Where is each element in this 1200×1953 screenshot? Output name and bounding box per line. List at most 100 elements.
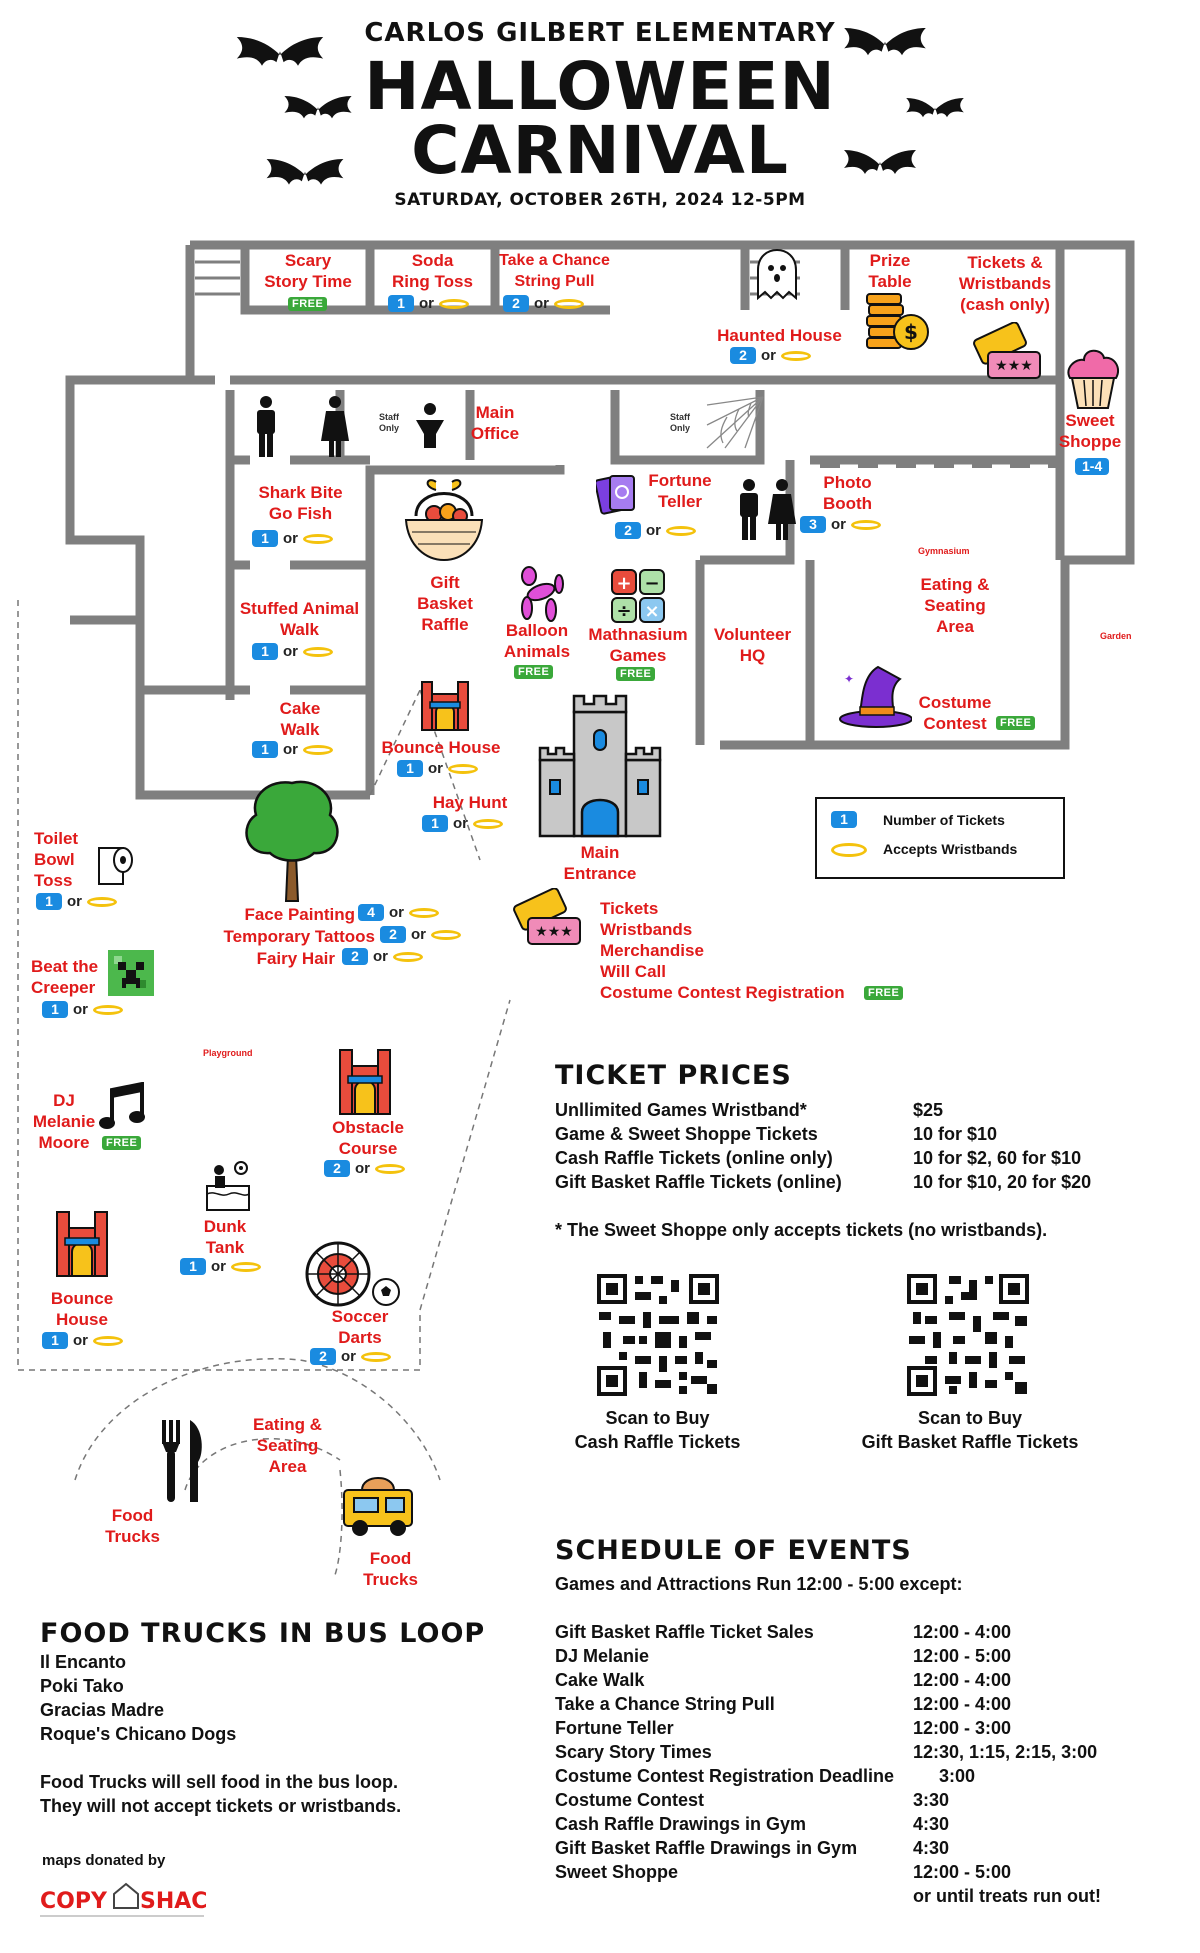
price-row-price: 10 for $2, 60 for $10 [913, 1148, 1082, 1168]
wristband-ring-icon [303, 533, 333, 544]
wristband-ring-icon [554, 298, 584, 309]
coins-icon: $ [866, 293, 929, 350]
wristband-ring-icon [93, 1004, 123, 1015]
temporary-tattoos-label: Temporary Tattoos [223, 927, 375, 946]
food-truck-name: Roque's Chicano Dogs [40, 1724, 237, 1744]
svg-text:COPY: COPY [40, 1889, 108, 1914]
schedule-time: 4:30 [913, 1814, 950, 1834]
math-icon: +−÷× [611, 569, 665, 623]
food-truck-name: Gracias Madre [40, 1700, 165, 1720]
wristband-ring-icon [375, 1163, 405, 1174]
schedule-event: Cash Raffle Drawings in Gym [555, 1814, 807, 1834]
tickets-booth-label: Tickets &Wristbands(cash only) [958, 253, 1052, 314]
schedule-time: 12:30, 1:15, 2:15, 3:00 [913, 1742, 1098, 1762]
svg-text:+: + [616, 573, 631, 594]
witch-hat-icon: ✦ [839, 665, 912, 728]
schedule-time: 12:00 - 4:00 [913, 1622, 1012, 1642]
wristband-ring-icon [303, 744, 333, 755]
price-row-item: Gift Basket Raffle Tickets (online) [555, 1172, 842, 1192]
balloon-dog-icon [521, 566, 564, 622]
schedule-time: 3:30 [913, 1790, 950, 1810]
castle-icon [538, 694, 662, 838]
legend-wristbands-label: Accepts Wristbands [883, 841, 1018, 857]
schedule-event: Costume Contest Registration Deadline [555, 1766, 895, 1786]
mens-restroom-icon [740, 479, 758, 540]
schedule-time: or until treats run out! [913, 1886, 1101, 1906]
svg-text:÷: ÷ [616, 601, 631, 622]
fortune-cards-icon [596, 475, 635, 515]
schedule-time: 12:00 - 5:00 [913, 1646, 1012, 1666]
qr-code-cash-raffle[interactable] [595, 1272, 721, 1398]
fork-knife-icon [162, 1420, 202, 1502]
wristband-ring-icon [781, 350, 811, 361]
free-badge: FREE [616, 667, 656, 681]
svg-text:★★★: ★★★ [535, 923, 573, 939]
free-badge: FREE [102, 1136, 142, 1150]
dunk-tank-icon [206, 1161, 250, 1211]
wristband-ring-icon [448, 763, 478, 774]
face-painting-label: Face Painting [244, 905, 355, 924]
tickets-icon: ★★★ [973, 322, 1041, 379]
cupcake-icon [1067, 349, 1120, 409]
sweet-shoppe-cost: 1-4 [1075, 458, 1110, 475]
price-row-item: Unllimited Games Wristband* [555, 1100, 807, 1120]
wristband-ring-icon [303, 646, 333, 657]
svg-text:✦: ✦ [844, 672, 854, 686]
schedule-title: SCHEDULE OF EVENTS [555, 1535, 912, 1566]
womens-restroom-icon [768, 479, 796, 540]
baby-changing-icon [416, 403, 444, 448]
wristband-ring-icon [409, 907, 439, 918]
toilet-paper-icon [98, 847, 133, 885]
schedule-time: 12:00 - 4:00 [913, 1694, 1012, 1714]
price-row-item: Cash Raffle Tickets (online only) [555, 1148, 833, 1168]
music-icon [99, 1082, 145, 1129]
bounce-house-icon [339, 1049, 391, 1115]
qr-code-gift-basket-raffle[interactable] [905, 1272, 1031, 1398]
wristband-ring-icon [361, 1351, 391, 1362]
event-date: SATURDAY, OCTOBER 26TH, 2024 12-5PM [394, 190, 806, 210]
gift-basket-icon [404, 479, 484, 562]
hay-hunt-label: Hay Hunt [432, 793, 508, 812]
schedule-event: DJ Melanie [555, 1646, 650, 1666]
food-trucks-title: FOOD TRUCKS IN BUS LOOP [40, 1618, 486, 1649]
haunted-house-label: Haunted House [717, 326, 842, 345]
school-name: CARLOS GILBERT ELEMENTARY [364, 18, 836, 48]
schedule-time: 4:30 [913, 1838, 950, 1858]
price-row-price: 10 for $10 [913, 1124, 998, 1144]
schedule-subtitle: Games and Attractions Run 12:00 - 5:00 e… [555, 1574, 963, 1594]
food-trucks-note: Food Trucks will sell food in the bus lo… [40, 1772, 399, 1792]
wristband-ring-icon [666, 525, 696, 536]
wristband-ring-icon [231, 1261, 261, 1272]
ghost-icon [757, 248, 797, 300]
tickets-icon: ★★★ [513, 888, 581, 945]
